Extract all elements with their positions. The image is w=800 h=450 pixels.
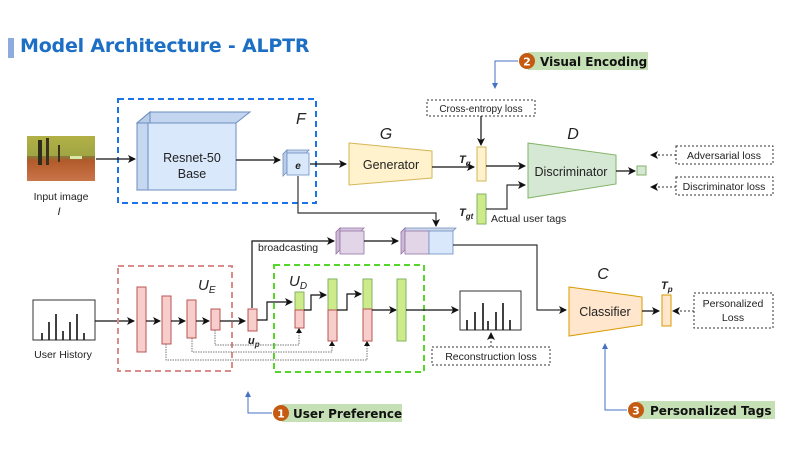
discriminator-loss-label: Discriminator loss <box>683 181 766 193</box>
encoder-layer-1 <box>136 286 147 353</box>
title-accent-bar <box>8 38 14 58</box>
embedding-cube <box>282 149 310 177</box>
discriminator-output <box>636 165 647 176</box>
generator-block <box>348 142 433 186</box>
reconstructed-bars <box>466 303 511 330</box>
user-history-bars <box>41 314 85 340</box>
Tgt-tensor <box>476 193 487 225</box>
user-decoder-box <box>273 264 425 373</box>
resnet-block <box>135 110 252 192</box>
callout-personalized-tags-label: Personalized Tags <box>650 404 771 418</box>
classifier-label: Classifier <box>579 305 630 319</box>
concat-cube <box>400 227 457 255</box>
Tp-tensor <box>661 294 672 327</box>
personalized-loss-label-line2: Loss <box>722 312 744 324</box>
decoder-layer-1-top <box>294 291 305 311</box>
decoder-layer-2-skip <box>327 309 338 342</box>
discriminator-loss-box <box>675 176 774 196</box>
callout-visual-encoding-label: Visual Encoding <box>540 55 647 69</box>
input-image-thumbnail <box>27 136 95 181</box>
encoder-layer-4 <box>210 308 221 331</box>
user-history-label: User History <box>34 349 93 361</box>
callout-user-preference-label: User Preference <box>293 407 402 421</box>
reconstruction-loss-label: Reconstruction loss <box>445 351 537 363</box>
D-label: D <box>567 126 579 143</box>
resnet-label-line2: Base <box>178 167 207 181</box>
classifier-block <box>568 286 643 337</box>
callout-badge-2 <box>519 53 535 69</box>
embedding-label: e <box>295 161 301 172</box>
UE-label: UE <box>198 277 216 296</box>
actual-user-tags-label: Actual user tags <box>491 213 566 225</box>
Tgt-label: Tgt <box>459 207 474 221</box>
encoder-layer-2 <box>161 295 172 345</box>
cross-entropy-loss-label: Cross-entropy loss <box>439 104 522 115</box>
callout-badge-1 <box>273 405 289 421</box>
decoder-layer-1-skip <box>294 309 305 329</box>
page-title: Model Architecture - ALPTR <box>20 35 310 57</box>
broadcast-cube <box>335 227 365 255</box>
C-label: C <box>597 266 609 283</box>
broadcasting-label: broadcasting <box>258 242 318 254</box>
Tg-label: Tg <box>459 154 471 168</box>
reconstructed-histogram <box>459 290 522 331</box>
callout-user-preference <box>282 404 402 422</box>
resnet-label-line1: Resnet-50 <box>163 151 221 165</box>
discriminator-label: Discriminator <box>535 165 608 179</box>
callout-badge-3 <box>628 402 644 418</box>
callout-visual-encoding <box>528 52 648 70</box>
up-tensor <box>247 308 258 332</box>
G-label: G <box>380 126 392 143</box>
UD-label: UD <box>289 273 307 292</box>
up-label: up <box>248 335 260 349</box>
encoder-layer-3 <box>186 299 197 339</box>
discriminator-block <box>527 142 617 199</box>
callout-badge-3-number: 3 <box>632 405 640 418</box>
decoder-layer-3-skip <box>362 308 373 342</box>
reconstruction-loss-box <box>431 346 551 366</box>
input-image-label: Input image <box>34 191 89 203</box>
personalized-loss-label-line1: Personalized <box>703 298 764 310</box>
user-encoder-box <box>117 265 233 372</box>
callout-personalized-tags <box>637 401 775 419</box>
generator-label: Generator <box>363 158 419 172</box>
personalized-loss-box <box>693 292 774 329</box>
input-image-symbol: I <box>57 206 60 218</box>
decoder-layer-2-top <box>327 278 338 311</box>
skip-connections <box>165 330 368 361</box>
decoder-layer-3-top <box>362 278 373 310</box>
feature-extractor-box <box>117 98 317 204</box>
Tp-label: Tp <box>661 280 673 294</box>
F-label: F <box>296 111 307 128</box>
adversarial-loss-label: Adversarial loss <box>687 150 761 162</box>
Tg-tensor <box>476 146 487 182</box>
decoder-output-layer <box>396 278 407 342</box>
callout-badge-1-number: 1 <box>277 408 285 421</box>
callout-badge-2-number: 2 <box>523 56 531 69</box>
